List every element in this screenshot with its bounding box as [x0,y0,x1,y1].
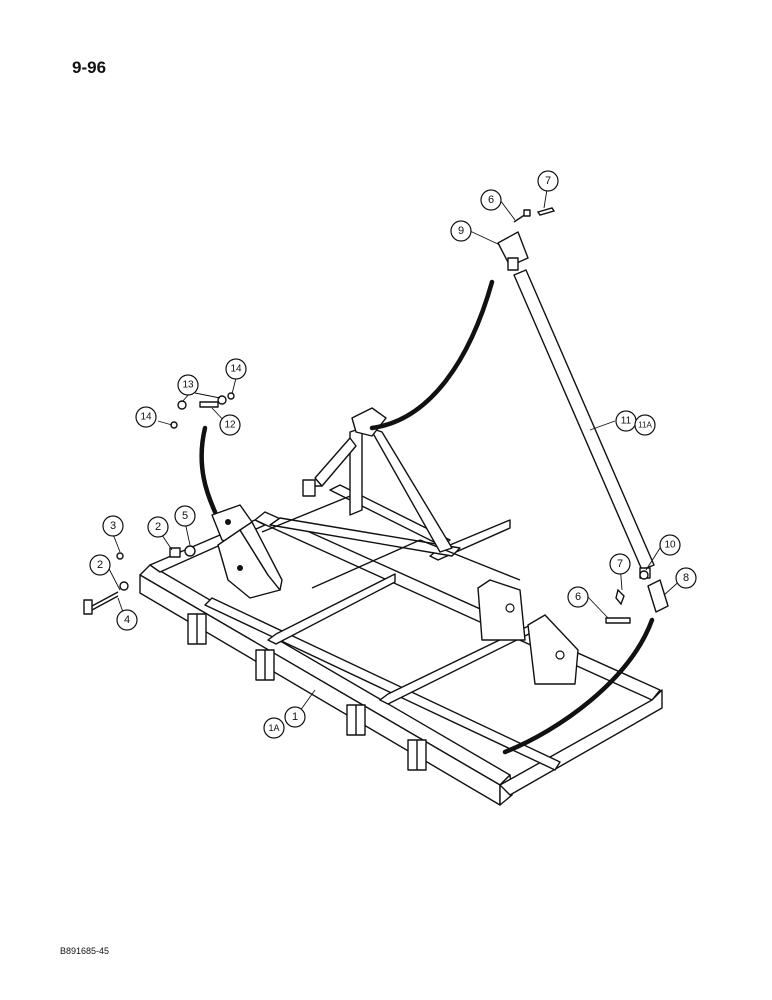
callout-12: 12 [219,414,241,436]
washer-13-icon [177,400,187,410]
top-link-assembly [170,207,669,624]
callout-2-upper-label: 2 [155,521,161,533]
mast-right-leg [369,427,453,553]
callout-7-lower: 7 [609,553,631,575]
callout-2-lower: 2 [89,554,111,576]
hitch-pin-hole-lower [237,565,243,571]
callout-10-label: 10 [664,540,676,551]
callout-2-lower-label: 2 [97,559,103,571]
callout-5: 5 [174,505,196,527]
callout-7-lower-label: 7 [617,558,623,570]
callout-7-upper: 7 [537,170,559,192]
front-beam-face [139,574,501,806]
top-link-clevis-upper [497,231,529,267]
callout-6-lower-label: 6 [575,591,581,603]
callout-6-upper-label: 6 [488,194,494,206]
arc-pins-to-hitch [199,425,218,515]
callout-1: 1 [284,706,306,728]
washer-13b-icon [217,395,227,405]
rear-upper-frame [269,517,461,557]
lock-washer-icon [116,552,124,560]
pin-12-icon [199,401,219,408]
hitch-tower [211,504,283,599]
callout-6-upper: 6 [480,189,502,211]
inner-beam [204,597,561,771]
clevis-lower [647,579,669,613]
shank-clamp [187,613,207,645]
callout-8-label: 8 [683,572,689,584]
top-link-end-upper [507,257,519,271]
callout-11: 11 [615,410,637,432]
callout-6-lower: 6 [567,586,589,608]
mast-bracket-left [302,479,316,497]
shank-clamp [407,739,427,771]
page-number: 9-96 [72,58,107,77]
callout-7-upper-label: 7 [545,175,551,187]
callout-1a-label: 1A [268,723,279,733]
callout-11-label: 11 [621,416,632,427]
callout-8: 8 [675,567,697,589]
shank-clamps [187,613,427,771]
callout-9: 9 [450,220,472,242]
lift-bracket-front [527,614,579,685]
callout-10: 10 [659,534,681,556]
arc-mast-to-upper-clevis [369,279,495,431]
cross-member-1 [267,573,396,645]
lower-clip-icon [615,588,625,606]
hitch-plate-side [239,521,283,591]
callout-2-upper: 2 [147,516,169,538]
mast-assembly [302,407,453,553]
clip-icon [536,207,556,216]
bushing-lower-icon [639,570,649,580]
callout-14-left-label: 14 [140,412,152,423]
callout-1a: 1A [263,717,285,739]
top-link-tube [513,269,655,571]
callout-13-label: 13 [182,380,194,391]
lift-brackets [477,579,579,685]
shank-clamp [346,704,366,736]
lift-bracket-rear [477,579,526,641]
callout-4: 4 [116,609,138,631]
frame-assembly [139,484,663,806]
mast-brace [314,437,357,487]
callout-13: 13 [177,374,199,396]
assembly-reference-lines [199,279,655,755]
bolt-head-icon [83,599,93,615]
ring-14b-icon [227,392,235,400]
right-end-beam [499,689,663,796]
bushing-icon [169,547,181,558]
callout-11a-label: 11A [638,421,652,430]
callout-3-label: 3 [110,520,116,532]
callout-5-label: 5 [182,510,188,522]
callout-4-label: 4 [124,614,130,626]
lower-pin-icon [605,617,631,624]
hitch-pin-hole [225,519,231,525]
callout-9-label: 9 [458,225,464,237]
callout-14-right-label: 14 [230,364,242,375]
callout-14-left: 14 [135,406,157,428]
washer-icon [119,581,129,591]
callout-1-label: 1 [292,711,298,723]
nut-icon [184,545,196,557]
left-hardware [83,545,196,615]
callout-14-right: 14 [225,358,247,380]
arc-lower-clevis-to-frame [502,617,655,755]
callout-3: 3 [102,515,124,537]
callout-12-label: 12 [224,420,236,431]
shank-clamp [255,649,275,681]
callout-11a: 11A [634,414,656,436]
pin-icon [523,209,531,217]
figure-code: B891685-45 [60,946,110,956]
